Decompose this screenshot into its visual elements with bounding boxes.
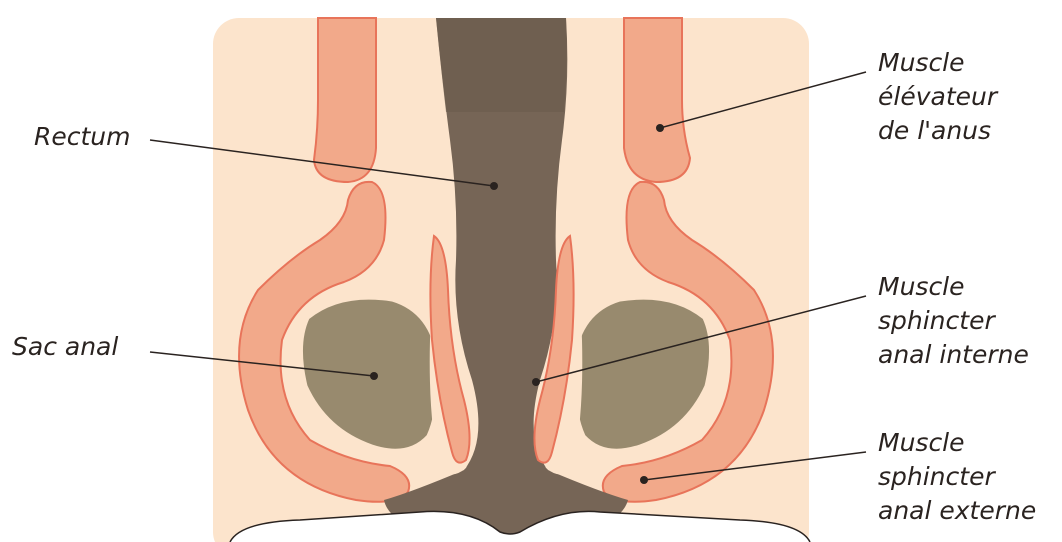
- label-levator-line-3: de l'anus: [878, 114, 997, 148]
- rectum-upper-shading: [436, 18, 567, 112]
- label-external-sphincter: Muscle sphincter anal externe: [878, 426, 1036, 528]
- marker-sac-anal: [370, 372, 378, 380]
- levator-muscle-right: [624, 18, 690, 182]
- label-levator-line-1: Muscle: [878, 46, 997, 80]
- marker-internal-sphincter: [532, 378, 540, 386]
- label-external-sphincter-line-1: Muscle: [878, 426, 1036, 460]
- marker-levator: [656, 124, 664, 132]
- marker-external-sphincter: [640, 476, 648, 484]
- label-external-sphincter-line-3: anal externe: [878, 494, 1036, 528]
- label-internal-sphincter: Muscle sphincter anal interne: [878, 270, 1029, 372]
- label-internal-sphincter-line-1: Muscle: [878, 270, 1029, 304]
- label-internal-sphincter-line-3: anal interne: [878, 338, 1029, 372]
- label-sac-anal: Sac anal: [12, 330, 118, 364]
- marker-rectum: [490, 182, 498, 190]
- label-levator: Muscle élévateur de l'anus: [878, 46, 997, 148]
- levator-muscle-left: [314, 18, 376, 182]
- label-levator-line-2: élévateur: [878, 80, 997, 114]
- label-rectum: Rectum: [34, 120, 131, 154]
- label-internal-sphincter-line-2: sphincter: [878, 304, 1029, 338]
- label-external-sphincter-line-2: sphincter: [878, 460, 1036, 494]
